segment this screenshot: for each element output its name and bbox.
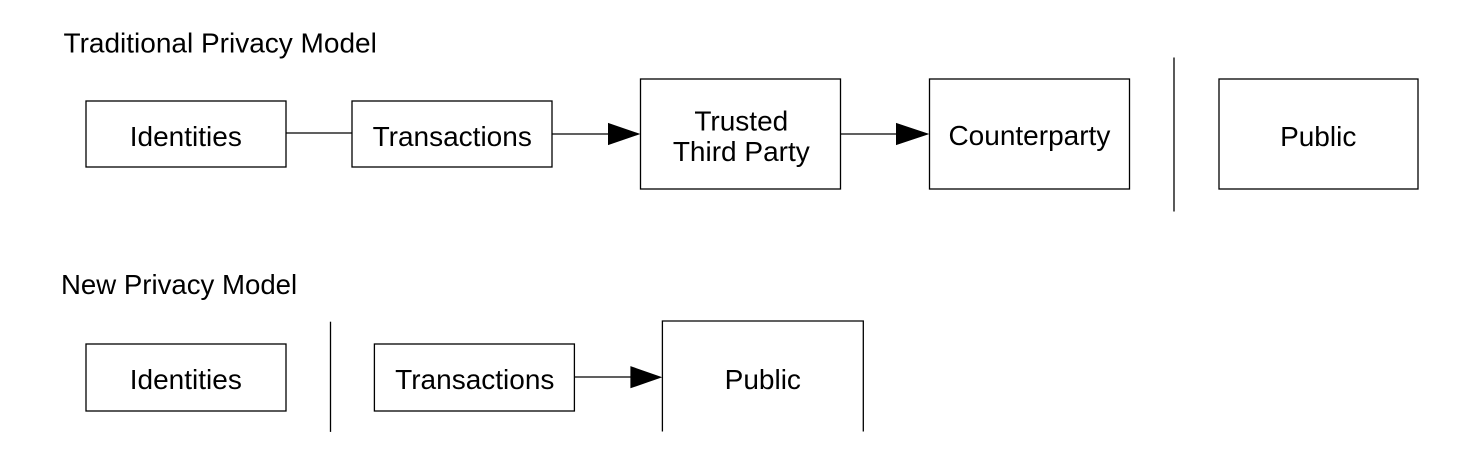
svg-text:Identities: Identities xyxy=(130,364,242,395)
svg-text:Third Party: Third Party xyxy=(673,136,810,167)
svg-text:Public: Public xyxy=(1280,121,1356,152)
svg-text:Trusted: Trusted xyxy=(694,105,788,136)
svg-text:Identities: Identities xyxy=(130,121,242,152)
svg-text:Public: Public xyxy=(725,364,801,395)
svg-text:New Privacy Model: New Privacy Model xyxy=(61,269,297,300)
svg-text:Counterparty: Counterparty xyxy=(948,120,1110,151)
svg-text:Transactions: Transactions xyxy=(373,121,532,152)
svg-text:Traditional Privacy Model: Traditional Privacy Model xyxy=(64,27,377,58)
svg-text:Transactions: Transactions xyxy=(395,364,554,395)
